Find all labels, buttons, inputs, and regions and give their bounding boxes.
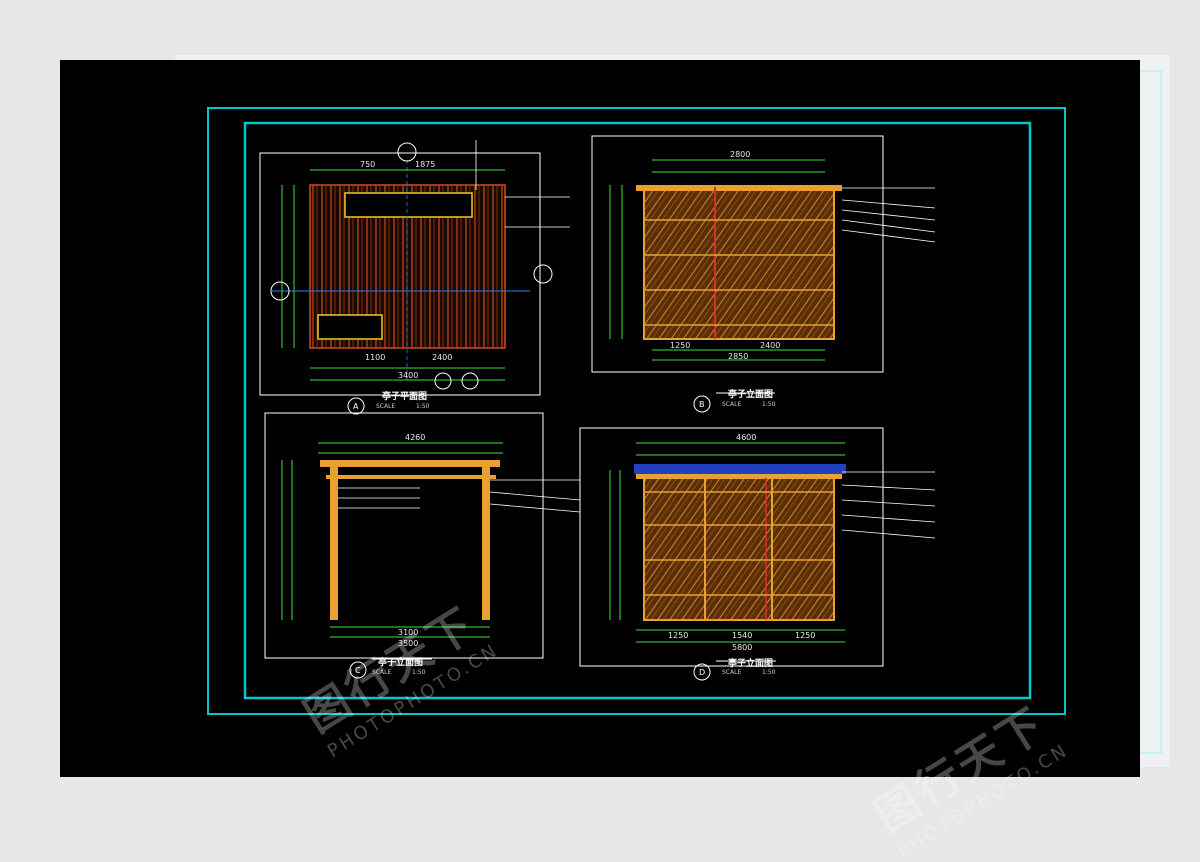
cad-drawing: 1100 2400 3400 750 1875 亭子平面图 A [207, 107, 1066, 715]
panel-b-dim-b1: 1250 [670, 341, 690, 350]
panel-b-dim-total: 2850 [728, 352, 748, 361]
panel-a-title: 亭子平面图 [382, 390, 427, 402]
panel-a-dim-total: 3400 [398, 371, 418, 380]
panel-d-title: 亭子立面图 [728, 657, 773, 669]
panel-c-scale-value: 1:50 [412, 669, 426, 676]
panel-d-dim-total: 5800 [732, 643, 752, 652]
panel-d-dim-b3: 1250 [795, 631, 815, 640]
panel-a-scale-value: 1:50 [416, 403, 430, 410]
panel-c-dim-total: 3500 [398, 639, 418, 648]
panel-c-id: C [355, 666, 361, 675]
panel-b-title: 亭子立面图 [728, 388, 773, 400]
panel-a-scale: SCALE [376, 403, 395, 410]
panel-b-elevation [591, 135, 936, 413]
panel-c-dim-top: 4260 [405, 433, 425, 442]
cad-sheet: 1100 2400 3400 750 1875 亭子平面图 A [60, 60, 1140, 777]
panel-b-dim-b2: 2400 [760, 341, 780, 350]
panel-d-dim-top: 4600 [736, 433, 756, 442]
panel-b-id: B [699, 400, 705, 409]
panel-a-dim-b1: 1100 [365, 353, 385, 362]
panel-a-id: A [353, 402, 359, 411]
outer-border [207, 107, 1066, 715]
panel-a-dim-t2: 1875 [415, 160, 435, 169]
panel-a-dim-b2: 2400 [432, 353, 452, 362]
panel-a-plan [259, 140, 570, 415]
panel-c-title: 亭子立面图 [378, 656, 423, 668]
panel-d-scale: SCALE [722, 669, 741, 676]
panel-c-dim-b1: 3100 [398, 628, 418, 637]
panel-b-scale: SCALE [722, 401, 741, 408]
panel-a-dim-t1: 750 [360, 160, 375, 169]
panel-d-id: D [699, 668, 705, 677]
panel-c-elevation [264, 412, 581, 679]
panel-d-elevation [579, 427, 936, 681]
panel-c-scale: SCALE [372, 669, 391, 676]
panel-d-dim-b1: 1250 [668, 631, 688, 640]
inner-border [243, 121, 1032, 700]
panel-d-scale-value: 1:50 [762, 669, 776, 676]
panel-b-scale-value: 1:50 [762, 401, 776, 408]
panel-d-dim-b2: 1540 [732, 631, 752, 640]
panel-b-dim-top: 2800 [730, 150, 750, 159]
